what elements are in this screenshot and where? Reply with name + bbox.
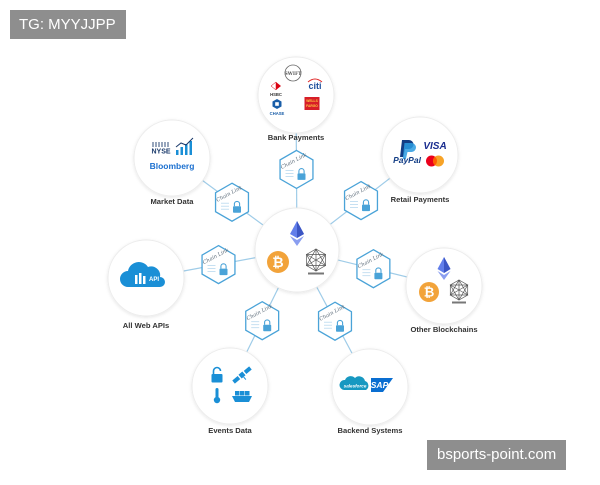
nyse-logo: NYSE <box>151 142 171 156</box>
padlock-icon <box>263 319 272 332</box>
wells-fargo-logo: WELLS FARGO <box>304 97 320 110</box>
node-circle <box>133 119 211 197</box>
node-circle <box>257 56 335 134</box>
node-label: Backend Systems <box>337 426 402 435</box>
svg-text:CHASE: CHASE <box>270 111 285 116</box>
node-label: Bank Payments <box>268 133 325 142</box>
chainlink-connector-bank-payments: Chain Link <box>279 149 314 190</box>
cloud-api-icon: API <box>120 262 165 287</box>
satellite-icon <box>232 366 252 384</box>
node-circle <box>405 247 483 325</box>
chainlink-connector-market-data: Chain Link <box>214 182 250 222</box>
chart-icon <box>175 137 194 155</box>
thermometer-icon <box>213 388 221 404</box>
svg-text:SWIFT: SWIFT <box>285 71 303 77</box>
hub-circle <box>254 207 340 293</box>
svg-text:₿: ₿ <box>272 254 283 270</box>
padlock-icon <box>336 319 344 332</box>
citi-logo: citi <box>307 78 323 91</box>
padlock-icon <box>362 199 370 212</box>
document-lines-icon <box>221 202 229 210</box>
svg-text:NYSE: NYSE <box>151 149 170 156</box>
chainlink-connector-all-web-apis: Chain Link <box>201 244 236 285</box>
sap-logo: SAP <box>371 378 393 392</box>
chainlink-connector-other-blockchains: Chain Link <box>356 248 391 289</box>
node-circle <box>381 116 459 194</box>
mastercard-icon <box>426 155 444 167</box>
svg-text:HSBC: HSBC <box>270 92 282 97</box>
svg-text:API: API <box>149 277 159 283</box>
svg-text:PayPal: PayPal <box>393 155 422 165</box>
nodes: SWIFT HSBC citi CHASE WELLS FARGO Ban <box>107 56 483 435</box>
node-events-data: Events Data <box>191 347 269 435</box>
node-label: All Web APIs <box>123 321 169 330</box>
svg-text:Bloomberg: Bloomberg <box>150 161 195 171</box>
bitcoin-icon: ₿ <box>267 251 289 273</box>
node-label: Retail Payments <box>391 195 450 204</box>
node-label: Market Data <box>150 197 194 206</box>
salesforce-logo: salesforce <box>339 376 369 390</box>
svg-text:FARGO: FARGO <box>306 104 318 108</box>
svg-text:salesforce: salesforce <box>344 384 367 389</box>
watermark-telegram: TG: MYYJJPP <box>10 10 126 39</box>
chainlink-connector-retail-payments: Chain Link <box>343 180 379 221</box>
central-hub: ₿ <box>254 207 340 293</box>
document-lines-icon <box>285 169 294 177</box>
node-retail-payments: PayPal VISA Retail Payments <box>381 116 459 204</box>
chainlink-connector-events-data: Chain Link <box>245 300 280 341</box>
node-circle <box>191 347 269 425</box>
paypal-logo: PayPal <box>393 140 422 165</box>
document-lines-icon <box>350 201 358 209</box>
hsbc-logo: HSBC <box>270 81 282 97</box>
padlock-icon <box>297 168 306 180</box>
node-circle <box>331 348 409 426</box>
node-backend-systems: salesforce SAP Backend Systems <box>331 348 409 435</box>
node-label: Events Data <box>208 426 252 435</box>
svg-text:WELLS: WELLS <box>306 99 318 103</box>
node-market-data: NYSE Bloomberg Market Data <box>133 119 211 206</box>
node-other-blockchains: ₿ Other Blockchains <box>405 247 483 334</box>
ethereum-icon <box>437 257 451 280</box>
watermark-site: bsports-point.com <box>427 440 567 470</box>
ship-icon <box>232 391 252 402</box>
document-lines-icon <box>324 321 332 329</box>
padlock-icon <box>233 200 241 213</box>
padlock-icon <box>374 267 383 280</box>
svg-text:SAP: SAP <box>371 380 389 390</box>
hyperledger-icon <box>449 279 469 304</box>
document-lines-icon <box>251 321 260 329</box>
node-all-web-apis: API All Web APIs <box>107 239 185 330</box>
document-lines-icon <box>207 265 216 273</box>
padlock-icon <box>211 366 223 383</box>
padlock-icon <box>219 263 228 276</box>
chase-logo: CHASE <box>270 99 285 116</box>
bloomberg-logo: Bloomberg <box>150 161 195 171</box>
node-bank-payments: SWIFT HSBC citi CHASE WELLS FARGO Ban <box>257 56 335 142</box>
hyperledger-icon <box>305 248 327 275</box>
svg-text:₿: ₿ <box>424 285 435 300</box>
node-label: Other Blockchains <box>410 325 477 334</box>
document-lines-icon <box>362 269 371 277</box>
svg-text:citi: citi <box>308 81 321 91</box>
visa-logo: VISA <box>423 141 446 152</box>
bitcoin-icon: ₿ <box>419 282 439 302</box>
swift-logo: SWIFT <box>285 64 303 82</box>
chainlink-connector-backend-systems: Chain Link <box>317 301 353 341</box>
svg-text:VISA: VISA <box>423 141 446 152</box>
ethereum-icon <box>290 221 304 246</box>
